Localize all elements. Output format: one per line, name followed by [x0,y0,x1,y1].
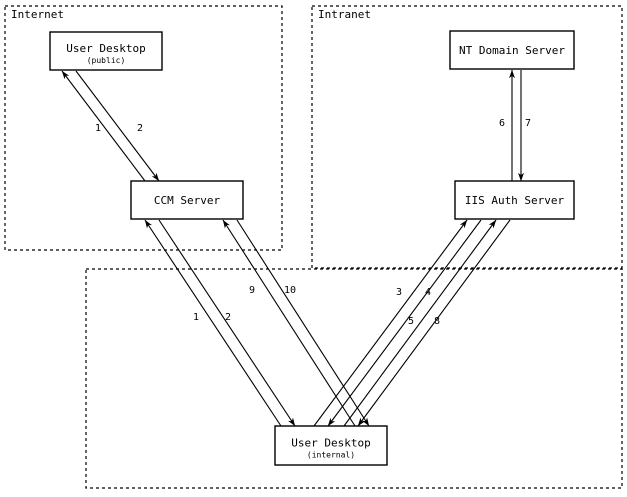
node-title-user-desktop-public: User Desktop [66,42,145,55]
flow-step-label-2-ccm-server: 2 [225,312,231,323]
node-nt-domain-server[interactable]: NT Domain Server [449,30,575,70]
flow-arrow-1-ccm-server-to-user-desktop-public [61,70,146,182]
node-subtitle-user-desktop-public: (public) [87,56,126,65]
flow-labels-layer: 1 2 6 7 1 2 9 10 3 4 5 8 [95,118,531,327]
zone-boundary-internal-lan [85,268,623,489]
flow-arrow-4-iis-auth-server-to-user-desktop-internal [327,219,482,427]
zones-layer [4,5,623,489]
flow-arrow-10-ccm-server-to-user-desktop-internal [236,219,370,427]
zone-boundary-internet [4,5,283,251]
flow-arrow-2-user-desktop-public-to-ccm-server [75,70,160,182]
node-user-desktop-public[interactable]: User Desktop(public) [49,31,163,71]
flow-step-label-2-user-desktop-public: 2 [137,123,143,134]
flow-step-label-1-ccm-server: 1 [95,123,101,134]
flow-step-label-7-nt-domain-server: 7 [525,118,531,129]
flow-arrow-1-user-desktop-internal-to-ccm-server [144,219,282,427]
node-box-user-desktop-public [49,31,163,71]
zone-boundary-intranet [311,5,623,269]
zone-label-intranet: Intranet [318,8,371,21]
flow-step-label-4-iis-auth-server: 4 [425,287,431,298]
flow-arrow-2-ccm-server-to-user-desktop-internal [158,219,296,427]
flow-step-label-9-user-desktop-internal: 9 [249,285,255,296]
flow-arrow-8-iis-auth-server-to-user-desktop-internal [357,219,511,427]
flow-arrow-9-user-desktop-internal-to-ccm-server [222,219,356,427]
zone-labels-layer: Internet Intranet [11,8,371,21]
flow-arrow-3-user-desktop-internal-to-iis-auth-server [313,219,468,427]
flow-step-label-3-user-desktop-internal: 3 [396,287,402,298]
zone-label-internet: Internet [11,8,64,21]
flow-step-label-10-ccm-server: 10 [284,285,296,296]
flow-arrow-5-user-desktop-internal-to-iis-auth-server [343,219,497,427]
node-title-nt-domain-server: NT Domain Server [459,44,565,57]
node-box-nt-domain-server [449,30,575,70]
node-box-ccm-server [130,180,244,220]
flow-step-label-5-user-desktop-internal: 5 [408,316,414,327]
node-iis-auth-server[interactable]: IIS Auth Server [454,180,575,220]
flow-step-label-1-user-desktop-internal: 1 [193,312,199,323]
node-box-iis-auth-server [454,180,575,220]
node-title-iis-auth-server: IIS Auth Server [465,194,565,207]
links-layer [61,69,524,427]
node-box-user-desktop-internal [274,425,388,466]
node-title-user-desktop-internal: User Desktop [291,437,370,450]
node-subtitle-user-desktop-internal: (internal) [307,451,355,460]
node-user-desktop-internal[interactable]: User Desktop(internal) [274,425,388,466]
flow-step-label-8-iis-auth-server: 8 [434,316,440,327]
node-title-ccm-server: CCM Server [154,194,221,207]
node-ccm-server[interactable]: CCM Server [130,180,244,220]
flow-step-label-6-iis-auth-server: 6 [499,118,505,129]
